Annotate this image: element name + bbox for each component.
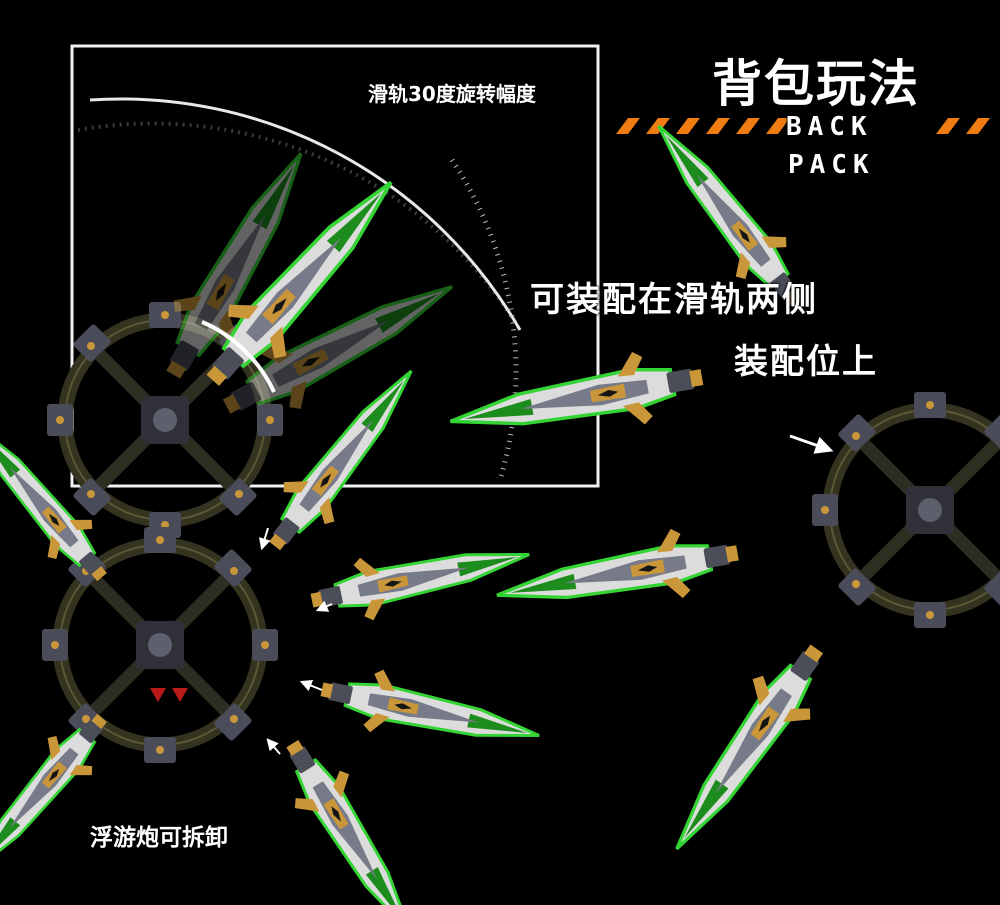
left-backpack-ring <box>0 404 278 891</box>
title-english-back: BACK <box>786 112 873 142</box>
title-chinese: 背包玩法 <box>712 55 920 113</box>
rotation-inset <box>47 44 600 538</box>
hazard-stripe <box>612 118 990 134</box>
title-english-pack: PACK <box>788 150 875 180</box>
rotation-caption: 滑轨30度旋转幅度 <box>368 82 536 106</box>
mount-caption-line2: 装配位上 <box>734 342 878 382</box>
detached-funnels <box>247 349 548 905</box>
mount-caption-line1: 可装配在滑轨两侧 <box>530 280 818 320</box>
detach-caption: 浮游炮可拆卸 <box>90 825 228 851</box>
right-backpack-ring <box>442 104 1000 871</box>
